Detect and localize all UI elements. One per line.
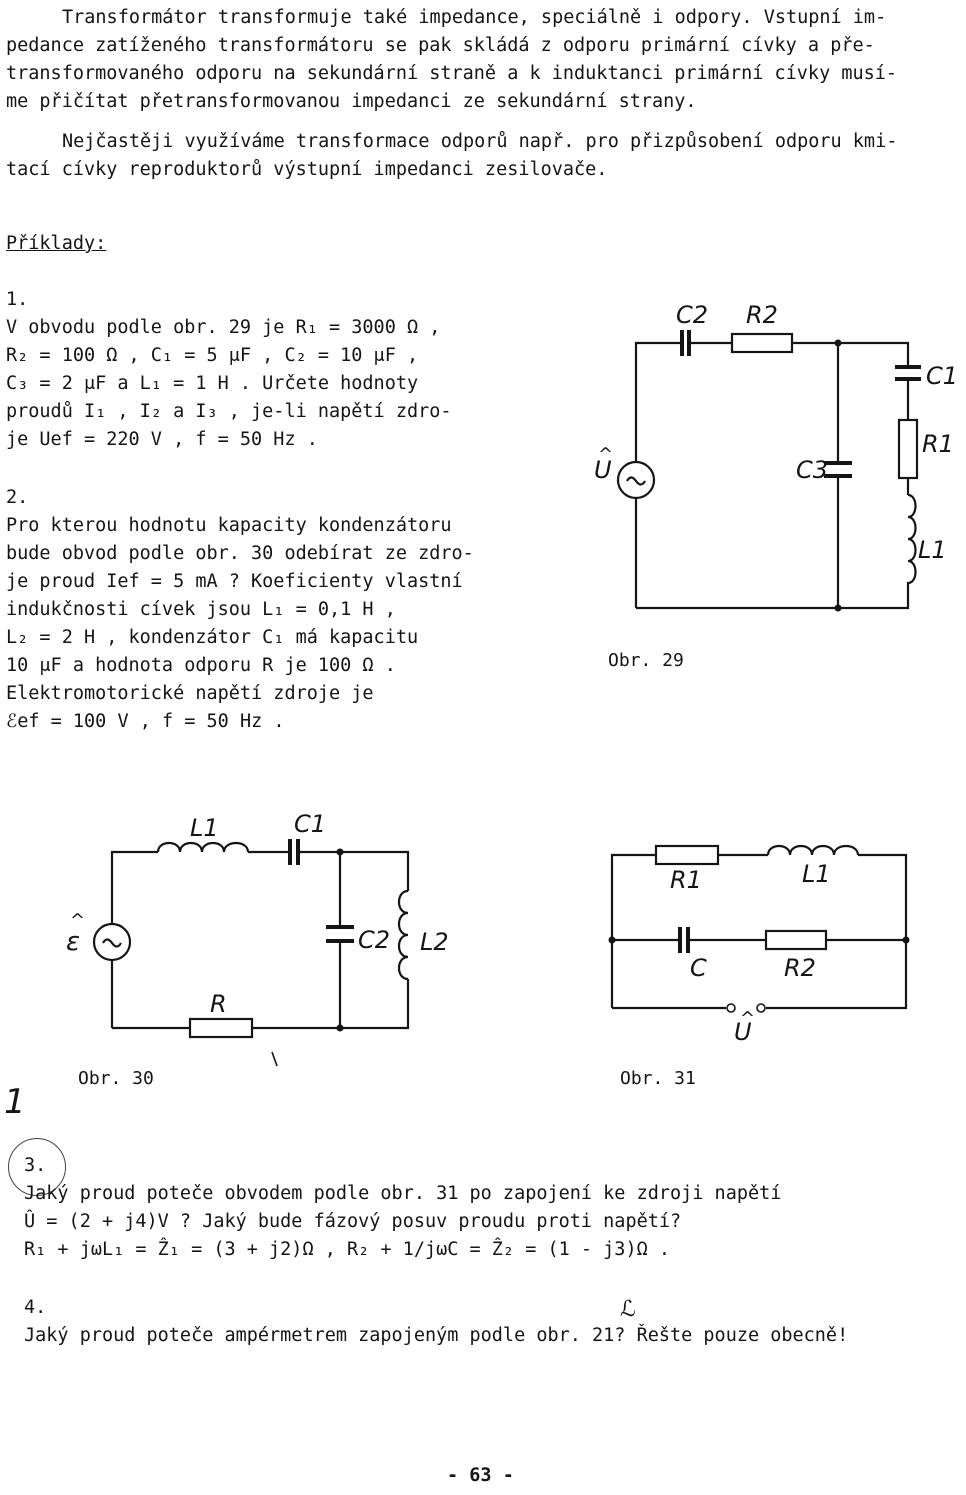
- intro-line: pedance zatíženého transformátoru se pak…: [6, 35, 875, 56]
- example-line: Pro kterou hodnotu kapacity kondenzátoru: [6, 515, 452, 536]
- example-line: bude obvod podle obr. 30 odebírat ze zdr…: [6, 543, 474, 564]
- label-r1: R1: [670, 866, 702, 894]
- example-1-number: 1.: [6, 289, 29, 310]
- figure-30-caption: Obr. 30: [78, 1068, 154, 1089]
- label-r2: R2: [746, 301, 778, 329]
- example-1-text: V obvodu podle obr. 29 je R₁ = 3000 Ω , …: [6, 314, 452, 454]
- example-3-text: Jaký proud poteče obvodem podle obr. 31 …: [24, 1180, 781, 1264]
- example-4-number: 4.: [24, 1297, 47, 1318]
- label-e-hat: ^: [70, 910, 85, 931]
- page-number: - 63 -: [447, 1465, 514, 1486]
- intro-paragraph-1: Transformátor transformuje také impedanc…: [6, 4, 897, 116]
- example-line: V obvodu podle obr. 29 je R₁ = 3000 Ω ,: [6, 317, 441, 338]
- handwritten-margin-mark: 1: [4, 1082, 26, 1122]
- label-r1: R1: [922, 430, 954, 458]
- intro-paragraph-2: Nejčastěji využíváme transformace odporů…: [6, 128, 897, 184]
- label-c: C: [690, 954, 707, 982]
- handwritten-circle: [8, 1138, 66, 1196]
- example-line: Elektromotorické napětí zdroje je: [6, 683, 374, 704]
- label-r2: R2: [784, 954, 816, 982]
- figure-30-circuit: L1 C1 C2 L2 R ε ^ Obr. 30: [66, 810, 449, 1089]
- label-r: R: [210, 990, 227, 1018]
- label-l1: L1: [190, 814, 219, 842]
- examples-heading: Příklady:: [6, 233, 107, 254]
- label-l1: L1: [918, 536, 947, 564]
- intro-line: Transformátor transformuje také impedanc…: [62, 7, 887, 28]
- example-line: indukčnosti cívek jsou L₁ = 0,1 H ,: [6, 599, 396, 620]
- figure-31-circuit: R1 L1 C R2 U ^ Obr. 31: [608, 844, 910, 1089]
- example-3-number: 3.: [24, 1155, 47, 1176]
- handwritten-note: ℒ: [620, 1297, 636, 1322]
- example-line: C₃ = 2 μF a L₁ = 1 H . Určete hodnoty: [6, 373, 419, 394]
- figure-29-circuit: C2 R2 C1 R1 C3 L1 U ^ Obr. 29: [594, 301, 958, 671]
- label-c3: C3: [796, 456, 828, 484]
- label-u: U: [734, 1018, 752, 1046]
- example-line: je proud Ief = 5 mA ? Koeficienty vlastn…: [6, 571, 463, 592]
- label-c1: C1: [294, 810, 326, 838]
- example-2-number: 2.: [6, 487, 29, 508]
- label-c1: C1: [926, 362, 958, 390]
- label-l2: L2: [420, 928, 449, 956]
- example-line: proudů I₁ , I₂ a I₃ , je-li napětí zdro-: [6, 401, 452, 422]
- intro-line: Nejčastěji využíváme transformace odporů…: [62, 131, 898, 152]
- example-4-text: Jaký proud poteče ampérmetrem zapojeným …: [24, 1322, 848, 1350]
- label-u-hat: ^: [598, 444, 613, 465]
- example-line: L₂ = 2 H , kondenzátor C₁ má kapacitu: [6, 627, 419, 648]
- intro-line: me přičítat přetransformovanou impedanci…: [6, 91, 697, 112]
- label-l1: L1: [802, 860, 831, 888]
- label-c2: C2: [358, 926, 390, 954]
- example-line: Jaký proud poteče obvodem podle obr. 31 …: [24, 1183, 782, 1204]
- label-u-hat: ^: [740, 1008, 755, 1029]
- label-c2: C2: [676, 301, 708, 329]
- example-2-text: Pro kterou hodnotu kapacity kondenzátoru…: [6, 512, 474, 736]
- example-line: 10 μF a hodnota odporu R je 100 Ω .: [6, 655, 396, 676]
- example-line: Û = (2 + j4)V ? Jaký bude fázový posuv p…: [24, 1211, 682, 1232]
- label-e: ε: [66, 927, 80, 957]
- example-line: ℰef = 100 V , f = 50 Hz .: [6, 711, 285, 732]
- example-line: Jaký proud poteče ampérmetrem zapojeným …: [24, 1325, 849, 1346]
- intro-line: transformovaného odporu na sekundární st…: [6, 63, 898, 84]
- example-line: je Uef = 220 V , f = 50 Hz .: [6, 429, 318, 450]
- example-line: R₂ = 100 Ω , C₁ = 5 μF , C₂ = 10 μF ,: [6, 345, 419, 366]
- example-line: R₁ + jωL₁ = Ẑ₁ = (3 + j2)Ω , R₂ + 1/jωC …: [24, 1239, 671, 1260]
- label-u: U: [594, 456, 612, 484]
- intro-line: tací cívky reproduktorů výstupní impedan…: [6, 159, 608, 180]
- figure-31-caption: Obr. 31: [620, 1068, 696, 1089]
- figure-29-caption: Obr. 29: [608, 650, 684, 671]
